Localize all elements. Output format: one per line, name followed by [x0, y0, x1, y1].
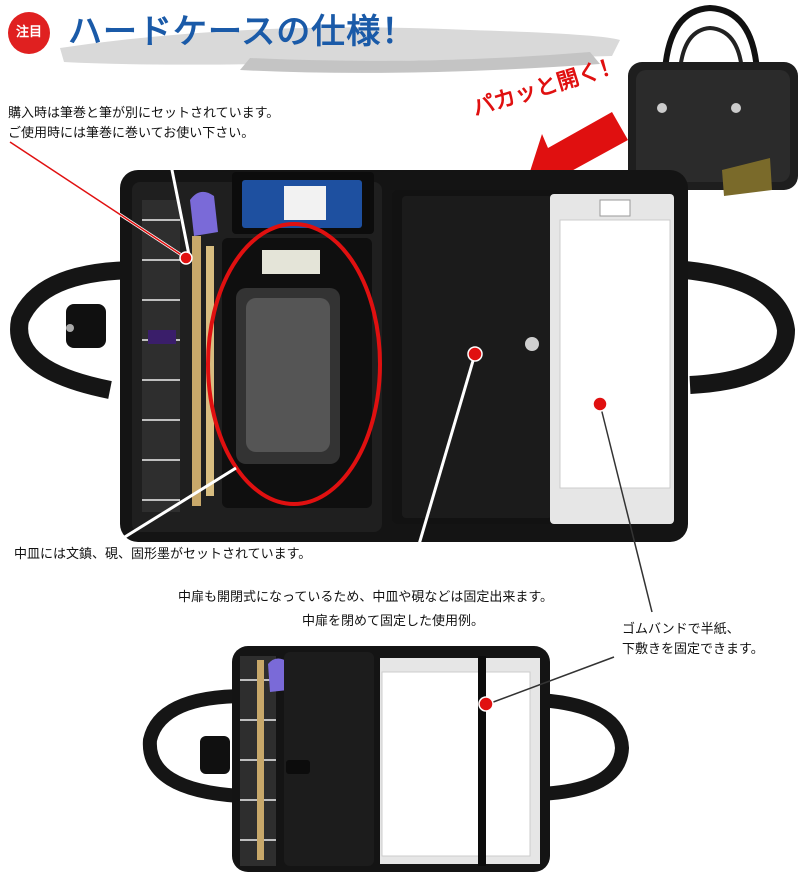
- open-case-photo: [10, 170, 796, 542]
- note-rubber-band: ゴムバンドで半紙、 下敷きを固定できます。: [622, 620, 764, 660]
- note-closed-example: 中扉を閉めて固定した使用例。: [302, 614, 485, 629]
- page-title: ハードケースの仕様！: [68, 12, 417, 52]
- leader-tray: [119, 466, 237, 542]
- note-brush-line-2: ご使用時には筆巻に巻いてお使い下さい。: [8, 126, 255, 141]
- note-band-line-1: ゴムバンドで半紙、: [622, 622, 740, 637]
- tray-highlight: [206, 222, 382, 506]
- note-band-line-2: 下敷きを固定できます。: [622, 642, 764, 657]
- closed-door-photo: [142, 646, 630, 872]
- note-inner-door: 中扉も開閉式になっているため、中皿や硯などは固定出来ます。: [178, 590, 554, 605]
- marker-band: [592, 396, 608, 412]
- brush-stroke: [60, 27, 620, 65]
- leader-band: [599, 403, 653, 613]
- marker-door: [467, 346, 483, 362]
- note-brush-set: 購入時は筆巻と筆が別にセットされています。 ご使用時には筆巻に巻いてお使い下さい…: [8, 104, 279, 144]
- marker-band-2: [478, 696, 494, 712]
- note-brush-line-1: 購入時は筆巻と筆が別にセットされています。: [8, 106, 280, 121]
- leader-brush: [168, 159, 192, 261]
- note-tray: 中皿には文鎮、硯、固形墨がセットされています。: [14, 547, 312, 562]
- closed-case-photo: [628, 4, 798, 196]
- open-arrow: [526, 112, 628, 188]
- leader-band-2: [487, 656, 615, 705]
- marker-brush: [179, 251, 193, 265]
- leader-door: [408, 353, 477, 576]
- attention-badge: 注目: [8, 12, 50, 54]
